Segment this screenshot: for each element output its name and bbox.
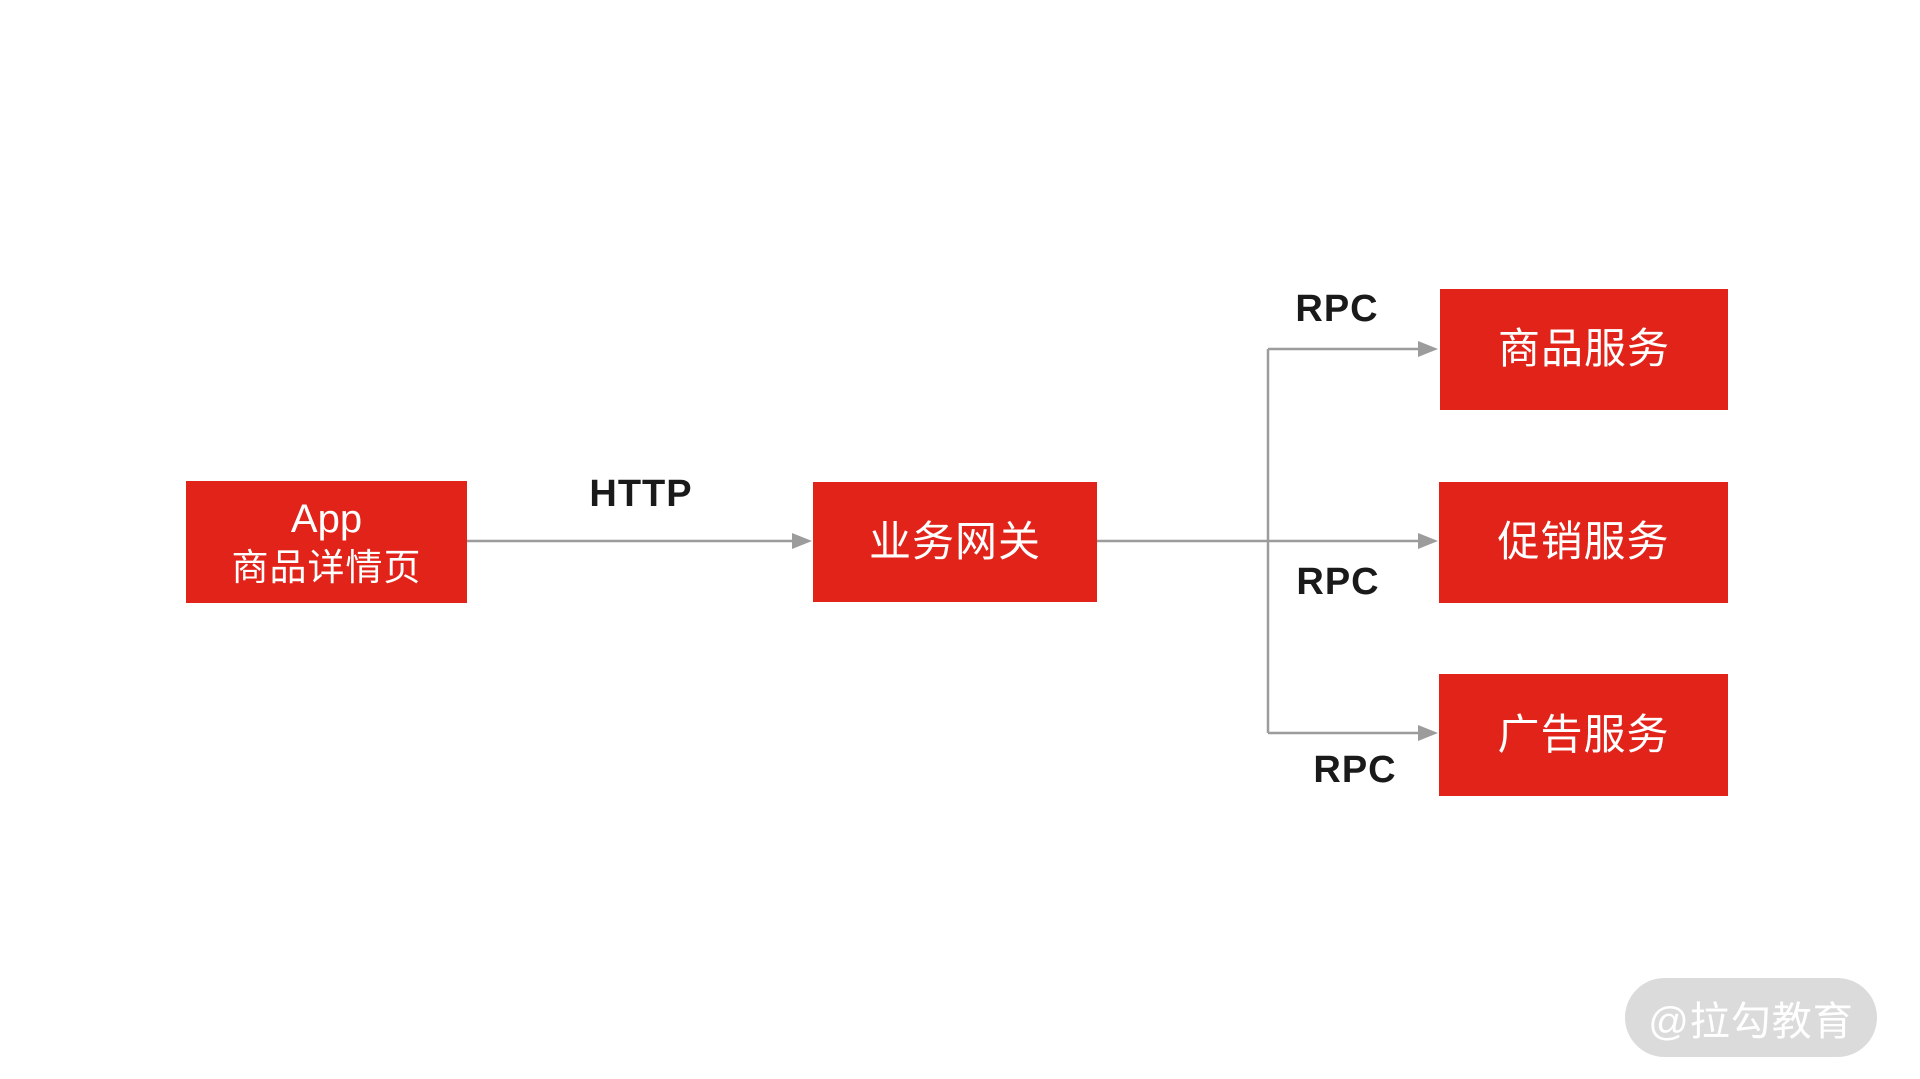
node-business-gateway-label: 业务网关 (868, 517, 1041, 565)
node-product-service: 商品服务 (1440, 289, 1728, 410)
node-business-gateway: 业务网关 (813, 482, 1097, 602)
edge-label-rpc-product: RPC (1295, 288, 1379, 330)
arrowhead-icon (792, 533, 812, 549)
node-app-subtitle: 商品详情页 (231, 546, 422, 588)
node-ad-service: 广告服务 (1439, 674, 1728, 796)
node-promotion-service-label: 促销服务 (1497, 518, 1670, 566)
watermark-text: @拉勾教育 (1648, 999, 1854, 1044)
node-app-title: App (290, 496, 363, 541)
node-ad-service-label: 广告服务 (1497, 710, 1670, 758)
arrowhead-icon (1418, 533, 1438, 549)
arrowhead-icon (1418, 341, 1438, 357)
watermark-badge: @拉勾教育 (1625, 978, 1877, 1057)
arrowhead-icon (1418, 725, 1438, 741)
edge-label-rpc-ad: RPC (1313, 749, 1397, 791)
node-app-product-detail-page: App 商品详情页 (186, 481, 467, 603)
node-promotion-service: 促销服务 (1439, 482, 1728, 603)
edge-label-rpc-promotion: RPC (1296, 561, 1380, 603)
edge-label-http: HTTP (589, 473, 693, 515)
node-product-service-label: 商品服务 (1497, 325, 1670, 373)
